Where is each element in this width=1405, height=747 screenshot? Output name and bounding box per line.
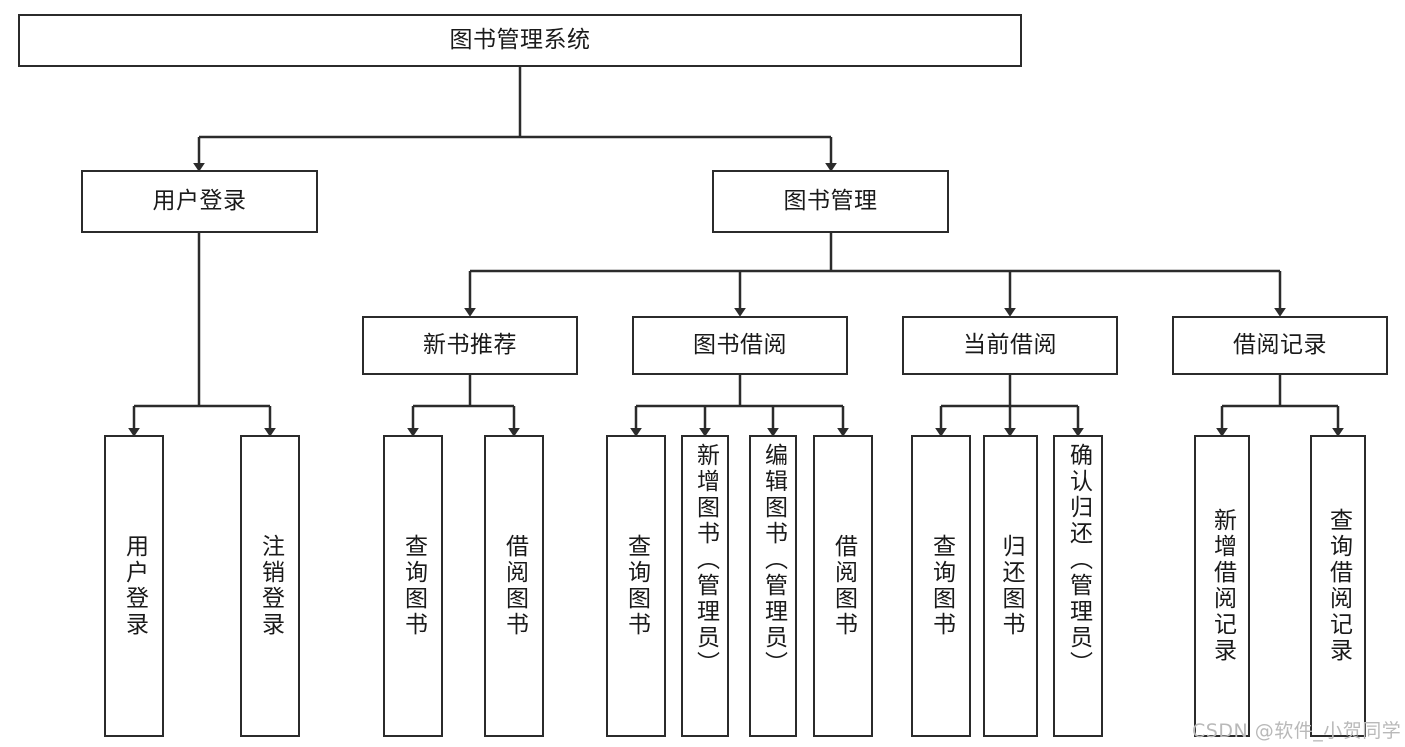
node-leaf-add-book[interactable]: 新增图书（管理员） bbox=[681, 435, 729, 737]
node-leaf-edit-book[interactable]: 编辑图书（管理员） bbox=[749, 435, 797, 737]
node-book-manage[interactable]: 图书管理 bbox=[712, 170, 949, 233]
node-leaf-query-record-label: 查询借阅记录 bbox=[1325, 508, 1352, 664]
node-current-borrow-label: 当前借阅 bbox=[963, 331, 1057, 358]
node-root[interactable]: 图书管理系统 bbox=[18, 14, 1022, 67]
node-user-login-label: 用户登录 bbox=[152, 187, 247, 214]
node-leaf-query-book-1-label: 查询图书 bbox=[400, 534, 427, 638]
node-new-book-rec[interactable]: 新书推荐 bbox=[362, 316, 578, 375]
node-leaf-query-book-2-label: 查询图书 bbox=[623, 534, 650, 638]
node-leaf-logout[interactable]: 注销登录 bbox=[240, 435, 300, 737]
node-leaf-add-record-label: 新增借阅记录 bbox=[1209, 508, 1236, 664]
node-leaf-borrow-book-1-label: 借阅图书 bbox=[501, 534, 528, 638]
node-leaf-logout-label: 注销登录 bbox=[257, 534, 284, 638]
node-leaf-add-record[interactable]: 新增借阅记录 bbox=[1194, 435, 1250, 737]
node-leaf-borrow-book-2[interactable]: 借阅图书 bbox=[813, 435, 873, 737]
node-leaf-query-record[interactable]: 查询借阅记录 bbox=[1310, 435, 1366, 737]
node-leaf-query-book-3-label: 查询图书 bbox=[928, 534, 955, 638]
node-leaf-confirm-return-label: 确认归还（管理员） bbox=[1065, 443, 1092, 677]
node-leaf-edit-book-label: 编辑图书（管理员） bbox=[760, 443, 787, 677]
node-leaf-query-book-2[interactable]: 查询图书 bbox=[606, 435, 666, 737]
node-leaf-confirm-return[interactable]: 确认归还（管理员） bbox=[1053, 435, 1103, 737]
node-leaf-query-book-1[interactable]: 查询图书 bbox=[383, 435, 443, 737]
csdn-watermark: CSDN @软件_小贺同学 bbox=[1192, 720, 1402, 742]
node-book-borrow-label: 图书借阅 bbox=[693, 331, 787, 358]
node-leaf-borrow-book-2-label: 借阅图书 bbox=[830, 534, 857, 638]
node-leaf-query-book-3[interactable]: 查询图书 bbox=[911, 435, 971, 737]
node-new-book-rec-label: 新书推荐 bbox=[423, 331, 517, 358]
node-leaf-return-book[interactable]: 归还图书 bbox=[983, 435, 1038, 737]
node-borrow-record[interactable]: 借阅记录 bbox=[1172, 316, 1388, 375]
node-leaf-user-login-label: 用户登录 bbox=[121, 534, 148, 638]
node-leaf-add-book-label: 新增图书（管理员） bbox=[692, 443, 719, 677]
node-leaf-return-book-label: 归还图书 bbox=[998, 534, 1024, 638]
node-current-borrow[interactable]: 当前借阅 bbox=[902, 316, 1118, 375]
node-leaf-user-login[interactable]: 用户登录 bbox=[104, 435, 164, 737]
node-user-login[interactable]: 用户登录 bbox=[81, 170, 318, 233]
node-book-borrow[interactable]: 图书借阅 bbox=[632, 316, 848, 375]
node-book-manage-label: 图书管理 bbox=[783, 187, 878, 214]
node-root-label: 图书管理系统 bbox=[449, 26, 591, 53]
node-leaf-borrow-book-1[interactable]: 借阅图书 bbox=[484, 435, 544, 737]
node-borrow-record-label: 借阅记录 bbox=[1233, 331, 1327, 358]
